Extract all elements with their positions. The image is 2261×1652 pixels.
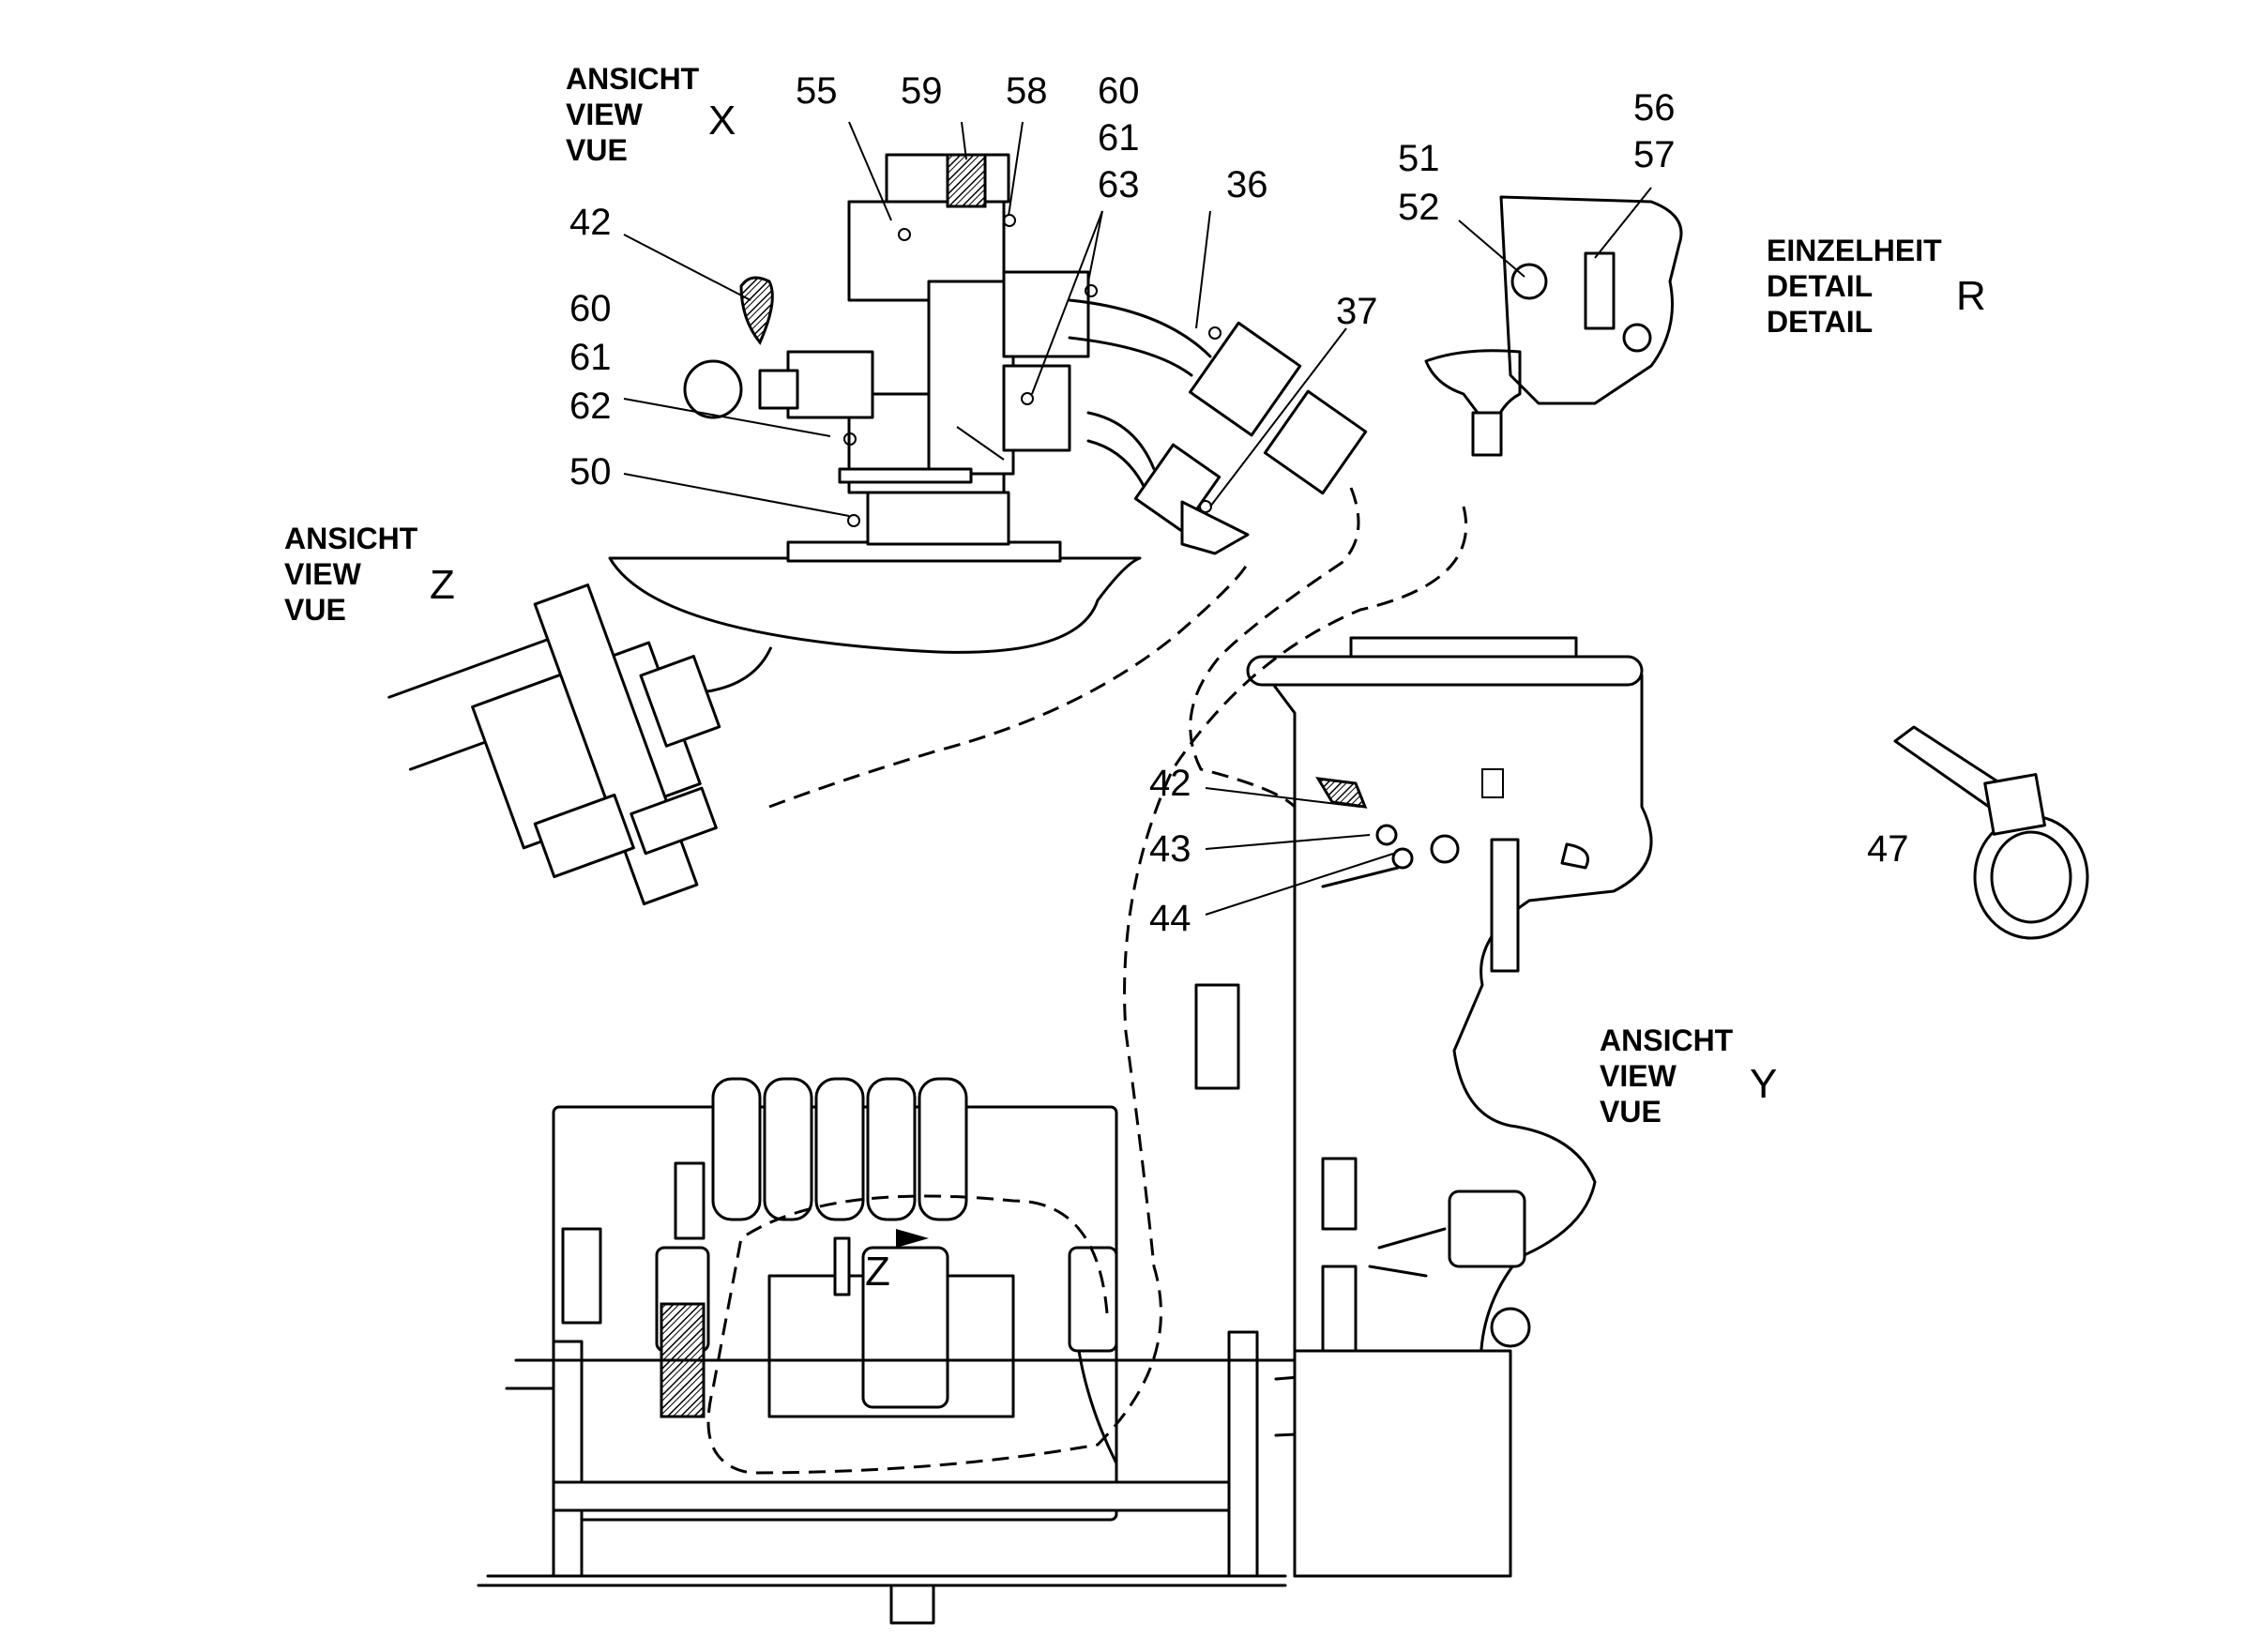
section-marker-z: Z bbox=[865, 1249, 890, 1295]
callout-61-top: 61 bbox=[1098, 117, 1140, 159]
view-z-letter: Z bbox=[430, 562, 455, 608]
cable-tie-47 bbox=[1893, 725, 2089, 940]
view-z-label: ANSICHT VIEW VUE Z bbox=[284, 522, 455, 627]
connector-42-43-44 bbox=[1315, 777, 1414, 888]
callout-42-y: 42 bbox=[1149, 763, 1191, 804]
lower-pump-assembly: Z bbox=[477, 1077, 1297, 1625]
view-y-housing bbox=[1194, 636, 1653, 1578]
dashed-routing bbox=[706, 487, 1468, 1475]
callout-55: 55 bbox=[796, 70, 838, 112]
callout-52: 52 bbox=[1398, 187, 1440, 228]
callout-47: 47 bbox=[1867, 828, 1909, 870]
view-z-assembly bbox=[387, 584, 772, 906]
callout-42-top: 42 bbox=[569, 202, 612, 243]
callout-63: 63 bbox=[1098, 164, 1140, 205]
detail-r-assembly bbox=[1424, 195, 1683, 457]
callout-50: 50 bbox=[569, 451, 612, 493]
callout-43: 43 bbox=[1149, 828, 1191, 870]
view-y-line2: VIEW bbox=[1600, 1059, 1677, 1093]
view-x-line2: VIEW bbox=[566, 98, 644, 131]
callout-62: 62 bbox=[569, 386, 612, 427]
view-y-label: ANSICHT VIEW VUE Y bbox=[1600, 1023, 1777, 1129]
view-z-line1: ANSICHT bbox=[284, 522, 418, 555]
view-z-line3: VUE bbox=[284, 593, 346, 627]
callout-51: 51 bbox=[1398, 138, 1440, 179]
callout-37: 37 bbox=[1336, 291, 1378, 332]
view-y-line3: VUE bbox=[1600, 1095, 1662, 1129]
view-y-letter: Y bbox=[1750, 1061, 1777, 1107]
detail-r-line3: DETAIL bbox=[1767, 305, 1873, 339]
callout-57: 57 bbox=[1633, 134, 1676, 175]
view-y-line1: ANSICHT bbox=[1600, 1023, 1734, 1057]
callout-59: 59 bbox=[901, 70, 943, 112]
view-x-line1: ANSICHT bbox=[566, 62, 700, 96]
detail-r-letter: R bbox=[1956, 273, 1986, 319]
view-x-line3: VUE bbox=[566, 133, 628, 167]
view-x-letter: X bbox=[708, 98, 736, 144]
callout-61-left: 61 bbox=[569, 337, 612, 378]
view-z-line2: VIEW bbox=[284, 557, 362, 591]
leader-lines bbox=[623, 121, 1652, 916]
callout-60-top: 60 bbox=[1098, 70, 1140, 112]
callout-36: 36 bbox=[1226, 164, 1268, 205]
detail-r-line1: EINZELHEIT bbox=[1767, 234, 1942, 267]
detail-r-line2: DETAIL bbox=[1767, 269, 1873, 303]
callout-numbers: 55 59 58 60 61 63 36 37 42 60 61 62 50 5… bbox=[569, 70, 1909, 939]
callout-44: 44 bbox=[1149, 898, 1191, 939]
view-x-valve-assembly bbox=[608, 153, 1368, 654]
callout-60-left: 60 bbox=[569, 288, 612, 329]
callout-58: 58 bbox=[1006, 70, 1048, 112]
view-x-label: ANSICHT VIEW VUE X bbox=[566, 62, 736, 167]
detail-r-label: EINZELHEIT DETAIL DETAIL R bbox=[1767, 234, 1986, 339]
callout-56: 56 bbox=[1633, 87, 1676, 129]
